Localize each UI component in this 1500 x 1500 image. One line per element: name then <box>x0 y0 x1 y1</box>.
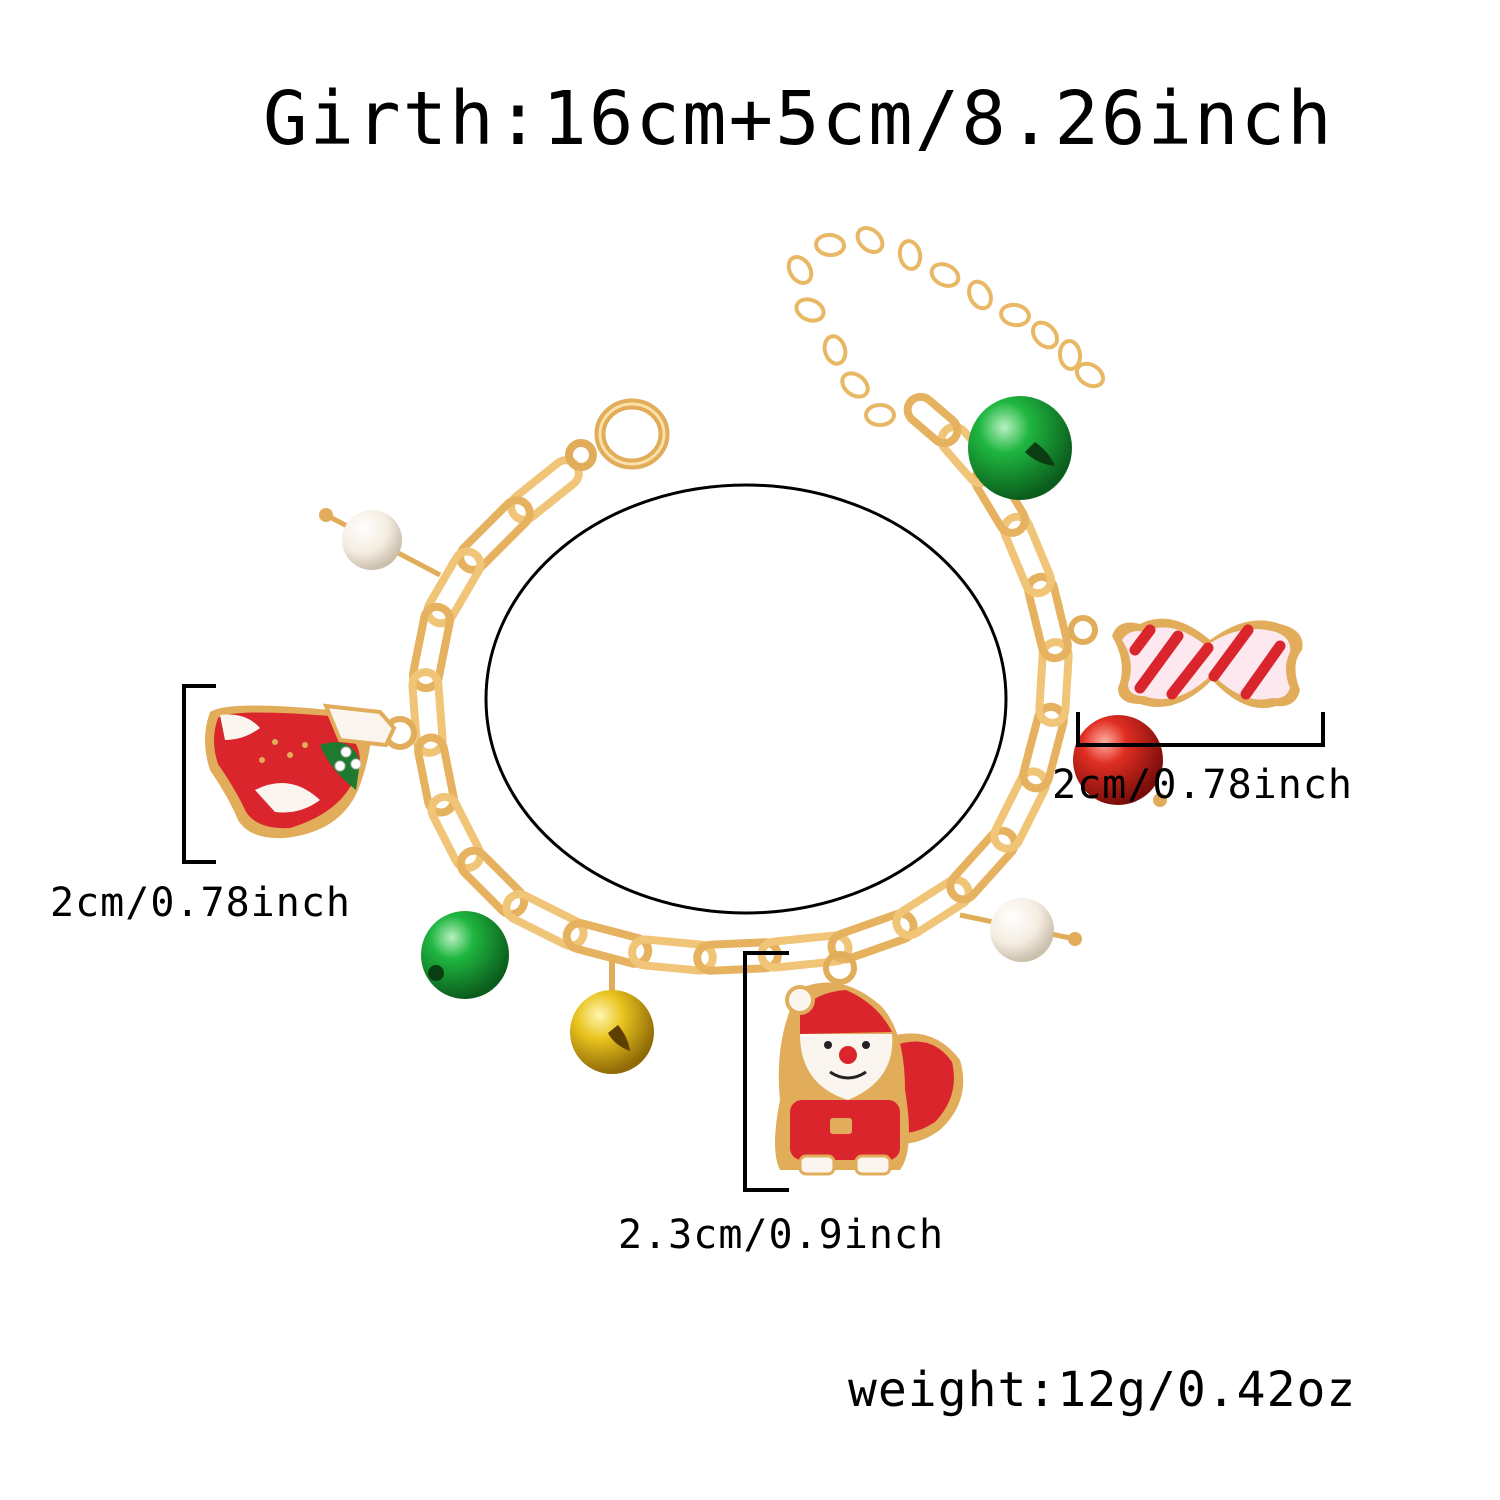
chain-link <box>456 496 534 574</box>
chain-link <box>408 668 447 757</box>
candy-measure-bracket <box>1076 712 1325 747</box>
chain-link <box>1035 638 1073 727</box>
chain-link <box>408 602 455 693</box>
extender-link <box>840 371 870 399</box>
santa-measure-bracket <box>743 951 789 1192</box>
chain-link <box>628 935 717 975</box>
extender-link <box>1074 361 1106 389</box>
chain-link <box>757 931 853 972</box>
candy-size-label: 2cm/0.78inch <box>1052 762 1353 808</box>
extender-link <box>929 262 961 288</box>
pearl-bead <box>319 508 442 578</box>
yellow-bell <box>570 960 654 1074</box>
chain-link <box>903 392 962 448</box>
wrist-circle <box>484 483 1008 915</box>
extender-link <box>794 297 826 323</box>
chain-link <box>1024 572 1072 663</box>
extender-link <box>967 279 993 311</box>
stocking-charm <box>205 703 417 839</box>
green-bell <box>421 911 509 999</box>
lobster-clasp <box>565 398 670 471</box>
green-bell <box>968 396 1072 500</box>
weight-label: weight:12g/0.42oz <box>848 1362 1357 1418</box>
chain-link <box>414 733 458 817</box>
chain-link <box>946 826 1019 904</box>
pearl-bead <box>959 898 1082 962</box>
stocking-size-label: 2cm/0.78inch <box>50 880 351 926</box>
extender-link <box>1057 339 1083 371</box>
santa-size-label: 2.3cm/0.9inch <box>618 1212 945 1258</box>
extender-link <box>822 334 848 366</box>
extender-link <box>999 302 1031 328</box>
extender-link <box>864 403 896 427</box>
chain-link <box>562 919 653 968</box>
girth-label: Girth:16cm+5cm/8.26inch <box>263 76 1334 162</box>
chain-link <box>456 846 529 919</box>
chain-link <box>990 767 1050 853</box>
red-bell <box>1073 715 1167 807</box>
chain-link <box>1000 512 1055 598</box>
chain-link <box>427 792 485 872</box>
extender-link <box>814 232 846 258</box>
gold-chain <box>408 392 1073 975</box>
extender-link <box>1030 320 1060 350</box>
chain-link <box>423 547 485 628</box>
candy-charm <box>1068 615 1303 709</box>
extender-link <box>897 239 923 271</box>
chain-link <box>1019 702 1068 793</box>
extender-link <box>786 254 814 286</box>
stocking-measure-bracket <box>182 684 216 864</box>
chain-link <box>502 890 588 950</box>
chain-link <box>892 875 973 940</box>
extender-link <box>855 226 885 254</box>
santa-charm <box>775 951 964 1176</box>
extender-chain <box>786 226 1106 427</box>
chain-link <box>827 909 918 964</box>
